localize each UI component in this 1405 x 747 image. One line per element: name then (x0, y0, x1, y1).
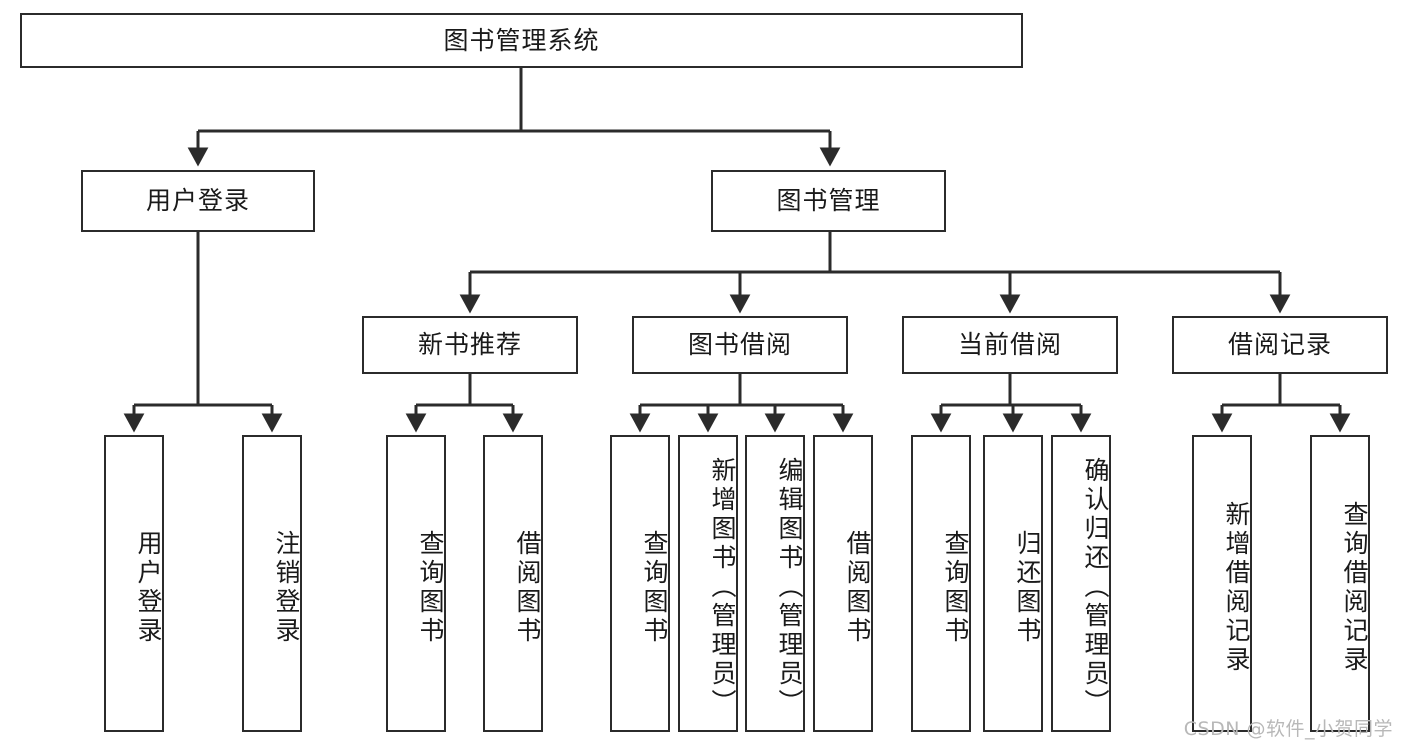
csdn-watermark: CSDN @软件_小贺同学 (1183, 718, 1393, 740)
node-label: 图书管理系统 (443, 25, 600, 55)
node-label: 图书管理 (776, 186, 881, 216)
node-return-book[interactable]: 归还图书 (983, 435, 1043, 732)
node-book-management[interactable]: 图书管理 (711, 170, 946, 232)
node-label: 注销登录 (272, 529, 301, 646)
node-query-book-3[interactable]: 查询图书 (911, 435, 971, 732)
node-new-book-recommend[interactable]: 新书推荐 (362, 316, 578, 374)
node-confirm-return-admin[interactable]: 确认归还（管理员） (1051, 435, 1111, 732)
node-root[interactable]: 图书管理系统 (20, 13, 1023, 68)
node-query-borrow-record[interactable]: 查询借阅记录 (1310, 435, 1370, 732)
node-label: 新增图书（管理员） (708, 457, 737, 718)
node-query-book-1[interactable]: 查询图书 (386, 435, 446, 732)
node-borrow-record[interactable]: 借阅记录 (1172, 316, 1388, 374)
node-label: 新增借阅记录 (1222, 500, 1251, 675)
node-user-login[interactable]: 用户登录 (81, 170, 315, 232)
node-add-book-admin[interactable]: 新增图书（管理员） (678, 435, 738, 732)
node-user-login-leaf[interactable]: 用户登录 (104, 435, 164, 732)
node-label: 确认归还（管理员） (1081, 457, 1110, 718)
node-label: 借阅图书 (513, 529, 542, 646)
node-query-book-2[interactable]: 查询图书 (610, 435, 670, 732)
node-borrow-book-2[interactable]: 借阅图书 (813, 435, 873, 732)
node-label: 新书推荐 (417, 330, 522, 360)
node-logout-leaf[interactable]: 注销登录 (242, 435, 302, 732)
node-label: 查询借阅记录 (1340, 500, 1369, 675)
node-label: 归还图书 (1013, 529, 1042, 646)
node-label: 借阅记录 (1227, 330, 1332, 360)
node-label: 当前借阅 (957, 330, 1062, 360)
node-label: 编辑图书（管理员） (775, 457, 804, 718)
node-label: 查询图书 (941, 529, 970, 646)
node-label: 图书借阅 (687, 330, 792, 360)
node-current-borrow[interactable]: 当前借阅 (902, 316, 1118, 374)
node-book-borrow[interactable]: 图书借阅 (632, 316, 848, 374)
node-label: 用户登录 (145, 186, 250, 216)
node-label: 用户登录 (134, 529, 163, 646)
node-borrow-book-1[interactable]: 借阅图书 (483, 435, 543, 732)
node-label: 查询图书 (416, 529, 445, 646)
node-add-borrow-record[interactable]: 新增借阅记录 (1192, 435, 1252, 732)
node-edit-book-admin[interactable]: 编辑图书（管理员） (745, 435, 805, 732)
node-label: 借阅图书 (843, 529, 872, 646)
node-label: 查询图书 (640, 529, 669, 646)
